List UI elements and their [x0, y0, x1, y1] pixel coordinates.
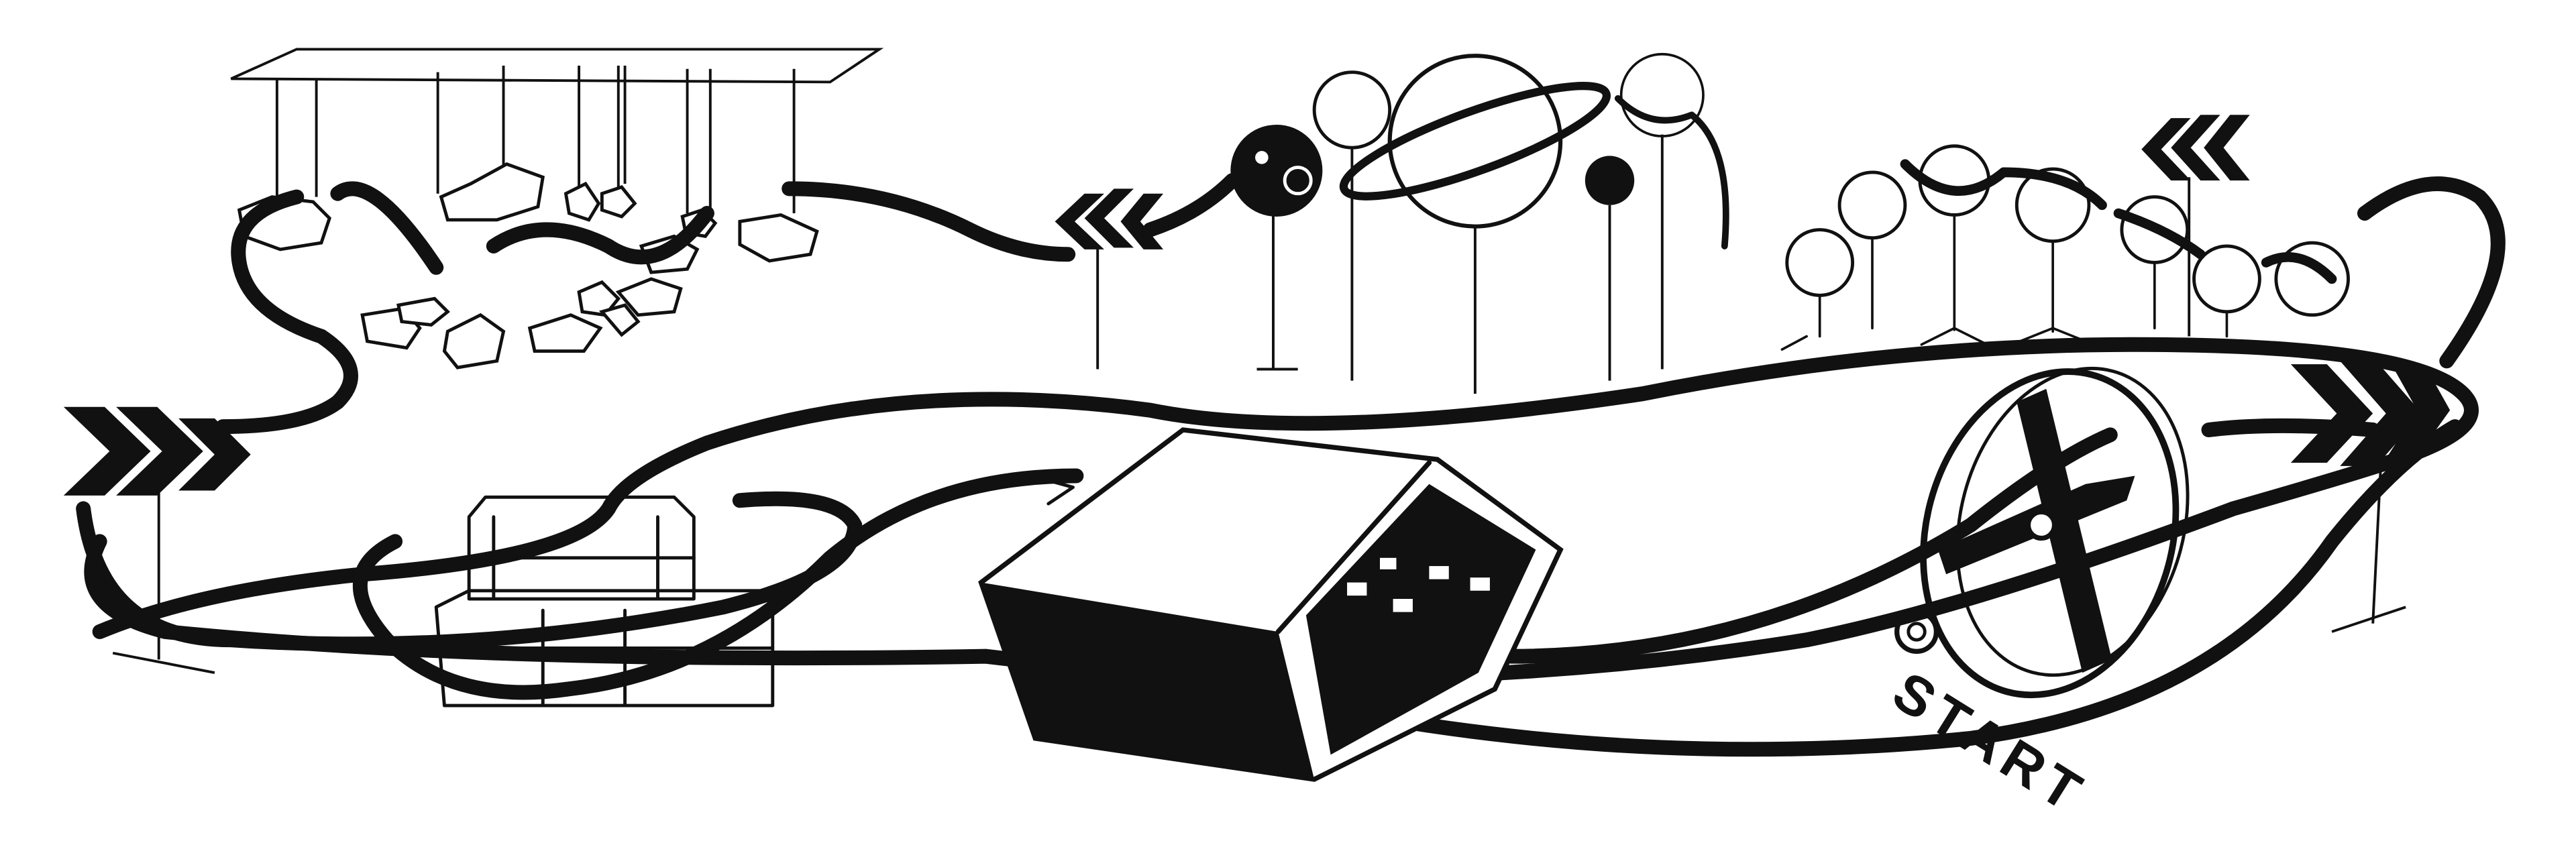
hanging-ceiling [230, 48, 884, 214]
planets [1230, 52, 1729, 394]
ringed-planet [1387, 54, 1563, 229]
wheel-hub-icon [1894, 609, 1939, 654]
floating-rocks [237, 162, 819, 370]
start-wheel [1894, 366, 2190, 699]
chevron-sign-mid [1055, 188, 1164, 370]
chevron-sign-top-right [2141, 115, 2250, 337]
treasure-chest [434, 495, 775, 708]
globe [1619, 52, 1705, 137]
black-prism [978, 427, 1564, 782]
balloons [1780, 144, 2350, 351]
small-planet [1312, 70, 1392, 150]
black-moon [1585, 156, 1635, 205]
track [76, 173, 2506, 757]
